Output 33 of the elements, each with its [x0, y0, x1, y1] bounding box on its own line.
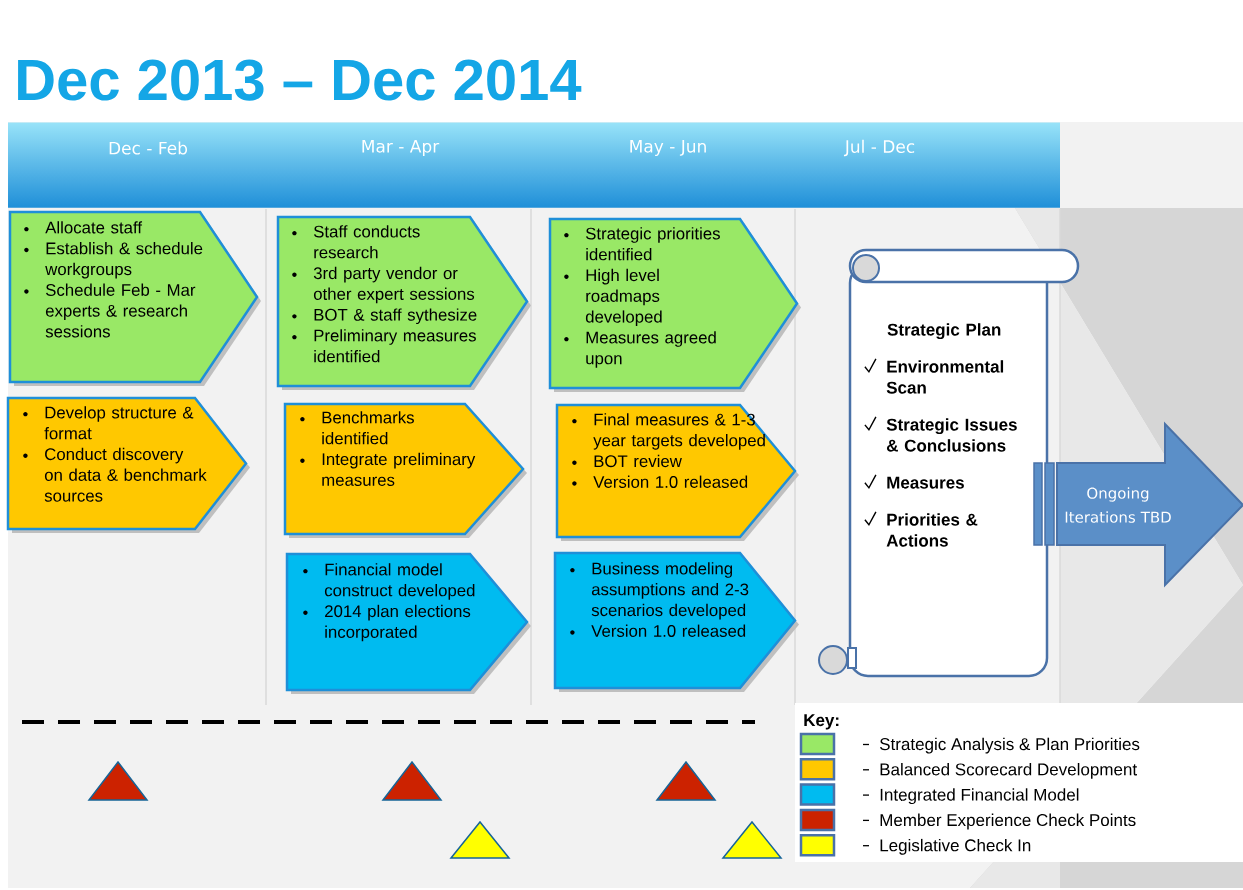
bullet-item: Staff conducts research: [292, 225, 420, 259]
legend-label: Legislative Check In: [880, 838, 1031, 855]
bullet-item: Establish & schedule workgroups: [24, 242, 203, 279]
bullet-item: Version 1.0 released: [572, 475, 748, 488]
bullet-item: 3rd party vendor or other expert sessions: [292, 266, 475, 304]
title: Dec 2013 – Dec 2014: [18, 59, 582, 101]
column-header: May - Jun: [630, 140, 706, 156]
legend-label: Member Experience Check Points: [880, 813, 1136, 830]
key-heading: Key:: [804, 714, 839, 730]
bullet-item: Financial model construct developed: [303, 563, 475, 600]
column-header: Dec - Feb: [109, 141, 188, 155]
bullet-item: Benchmarks identified: [300, 411, 414, 445]
chevron-box: [6, 396, 250, 533]
bullet-item: BOT & staff sythesize: [292, 308, 477, 325]
bullet-item: BOT review: [572, 454, 682, 468]
column-header: Mar - Apr: [362, 140, 440, 156]
bullet-item: Conduct discovery on data & benchmark sources: [23, 447, 207, 502]
chevron-box: [555, 403, 799, 541]
bullet-item: Version 1.0 released: [570, 624, 746, 637]
bullet-item: Business modeling assumptions and 2-3 scenarios developed: [570, 562, 749, 620]
column-header: Jul - Dec: [843, 139, 915, 157]
bullet-item: Integrate preliminary measures: [300, 452, 476, 486]
bullet-item: 2014 plan elections incorporated: [303, 604, 471, 642]
legend-label: Integrated Financial Model: [880, 788, 1079, 805]
bullet-item: Schedule Feb - Mar experts & research sessions: [24, 283, 196, 338]
bullet-item: Preliminary measures identified: [292, 329, 476, 363]
bullet-item: Strategic priorities identified: [564, 227, 720, 261]
bullet-item: Allocate staff: [24, 221, 143, 234]
bullet-item: Develop structure & format: [23, 406, 194, 440]
legend-label: Balanced Scorecard Development: [880, 763, 1137, 779]
bullet-item: Measures agreed upon: [564, 331, 716, 368]
legend-label: Strategic Analysis & Plan Priorities: [880, 737, 1140, 754]
bullet-item: High level roadmaps developed: [564, 268, 662, 327]
